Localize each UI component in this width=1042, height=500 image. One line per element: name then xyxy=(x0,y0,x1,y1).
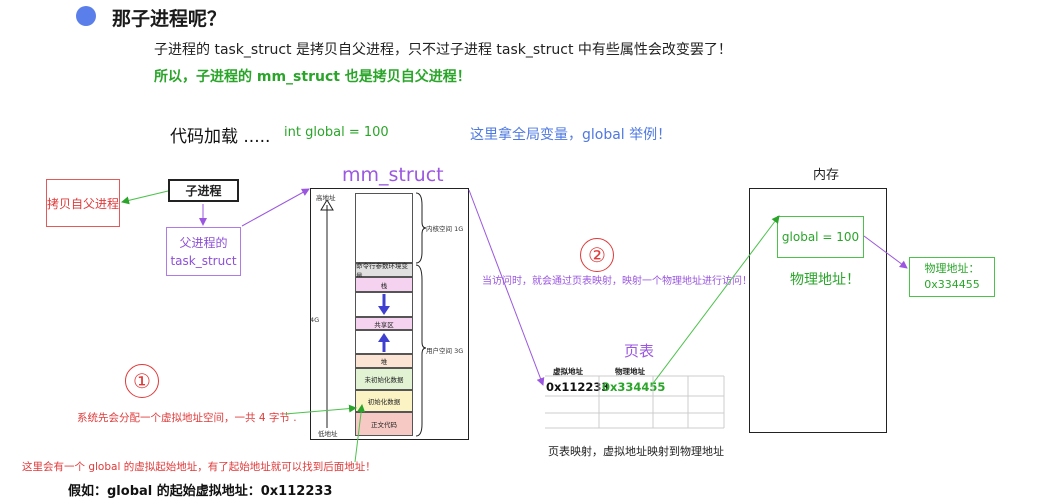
stack-gap xyxy=(355,292,413,317)
parent-line-2: task_struct xyxy=(170,253,237,268)
parent-to-mm-arrow xyxy=(241,188,310,227)
step-2-circle: ② xyxy=(580,238,614,272)
step-1-circle: ① xyxy=(125,364,159,398)
size-4g-label: 4G xyxy=(310,316,320,324)
segment-shared: 共享区 xyxy=(355,317,413,330)
explanation-line-1: 子进程的 task_struct 是拷贝自父进程，只不过子进程 task_str… xyxy=(154,42,732,58)
mm-struct-title: mm_struct xyxy=(342,164,444,186)
kernel-space-region xyxy=(355,193,413,263)
int-global-declaration: int global = 100 xyxy=(284,125,389,140)
bullet-dot-icon xyxy=(76,6,96,26)
physical-address-header: 物理地址 xyxy=(615,367,645,376)
physical-box-line-2: 0x334455 xyxy=(924,278,980,291)
child-process-box: 子进程 xyxy=(168,179,239,202)
heap-gap xyxy=(355,330,413,354)
physical-box-line-1: 物理地址： xyxy=(924,262,980,275)
low-address-label: 低地址 xyxy=(318,430,338,438)
parent-line-1: 父进程的 xyxy=(179,235,228,250)
start-address-note: 这里会有一个 global 的虚拟起始地址，有了起始地址就可以找到后面地址！ xyxy=(22,461,376,473)
global-example-note: 这里拿全局变量，global 举例！ xyxy=(470,127,672,143)
page-table-title: 页表 xyxy=(624,342,655,360)
high-address-label: 高地址 xyxy=(316,194,336,202)
segment-data: 初始化数据 xyxy=(355,390,413,412)
memory-label: 内存 xyxy=(813,168,840,183)
segment-heap: 堆 xyxy=(355,354,413,368)
physical-address-box: 物理地址： 0x334455 xyxy=(909,257,995,297)
global-memory-box: global = 100 xyxy=(777,216,864,258)
segment-text: 正文代码 xyxy=(355,412,413,436)
segment-bss: 未初始化数据 xyxy=(355,368,413,390)
segment-cmdline-env: 命令行参数环境变量 xyxy=(355,262,413,280)
kernel-space-label: 内核空间 1G xyxy=(426,225,464,233)
page-table-caption: 页表映射，虚拟地址映射到物理地址 xyxy=(548,445,724,458)
parent-task-struct-box: 父进程的 task_struct xyxy=(166,227,241,276)
mm-to-pagetable-arrow xyxy=(468,189,545,386)
global-memory-value: global = 100 xyxy=(781,230,860,244)
code-load-label: 代码加载 ..... xyxy=(170,127,271,147)
copy-from-parent-box: 拷贝自父进程 xyxy=(46,179,120,227)
user-space-label: 用户空间 3G xyxy=(426,347,464,355)
physical-address-value: 0x334455 xyxy=(602,380,666,394)
mm-struct-frame xyxy=(310,188,469,440)
child-process-label: 子进程 xyxy=(185,184,222,198)
child-to-copy-arrow xyxy=(121,190,169,205)
section-title: 那子进程呢？ xyxy=(112,8,227,30)
virtual-address-header: 虚拟地址 xyxy=(553,367,583,376)
virtual-address-value: 0x112233 xyxy=(546,380,610,394)
segment-stack: 栈 xyxy=(355,277,413,292)
explanation-line-2: 所以，子进程的 mm_struct 也是拷贝自父进程！ xyxy=(154,69,471,85)
bottom-example: 假如：global 的起始虚拟地址：0x112233 xyxy=(68,484,333,499)
copy-from-parent-label: 拷贝自父进程 xyxy=(47,196,120,211)
mapping-note: 当访问时，就会通过页表映射，映射一个物理地址进行访问！ xyxy=(482,276,752,287)
physical-address-label: 物理地址！ xyxy=(790,272,860,288)
allocation-note: 系统先会分配一个虚拟地址空间，一共 4 字节 . xyxy=(77,412,297,424)
